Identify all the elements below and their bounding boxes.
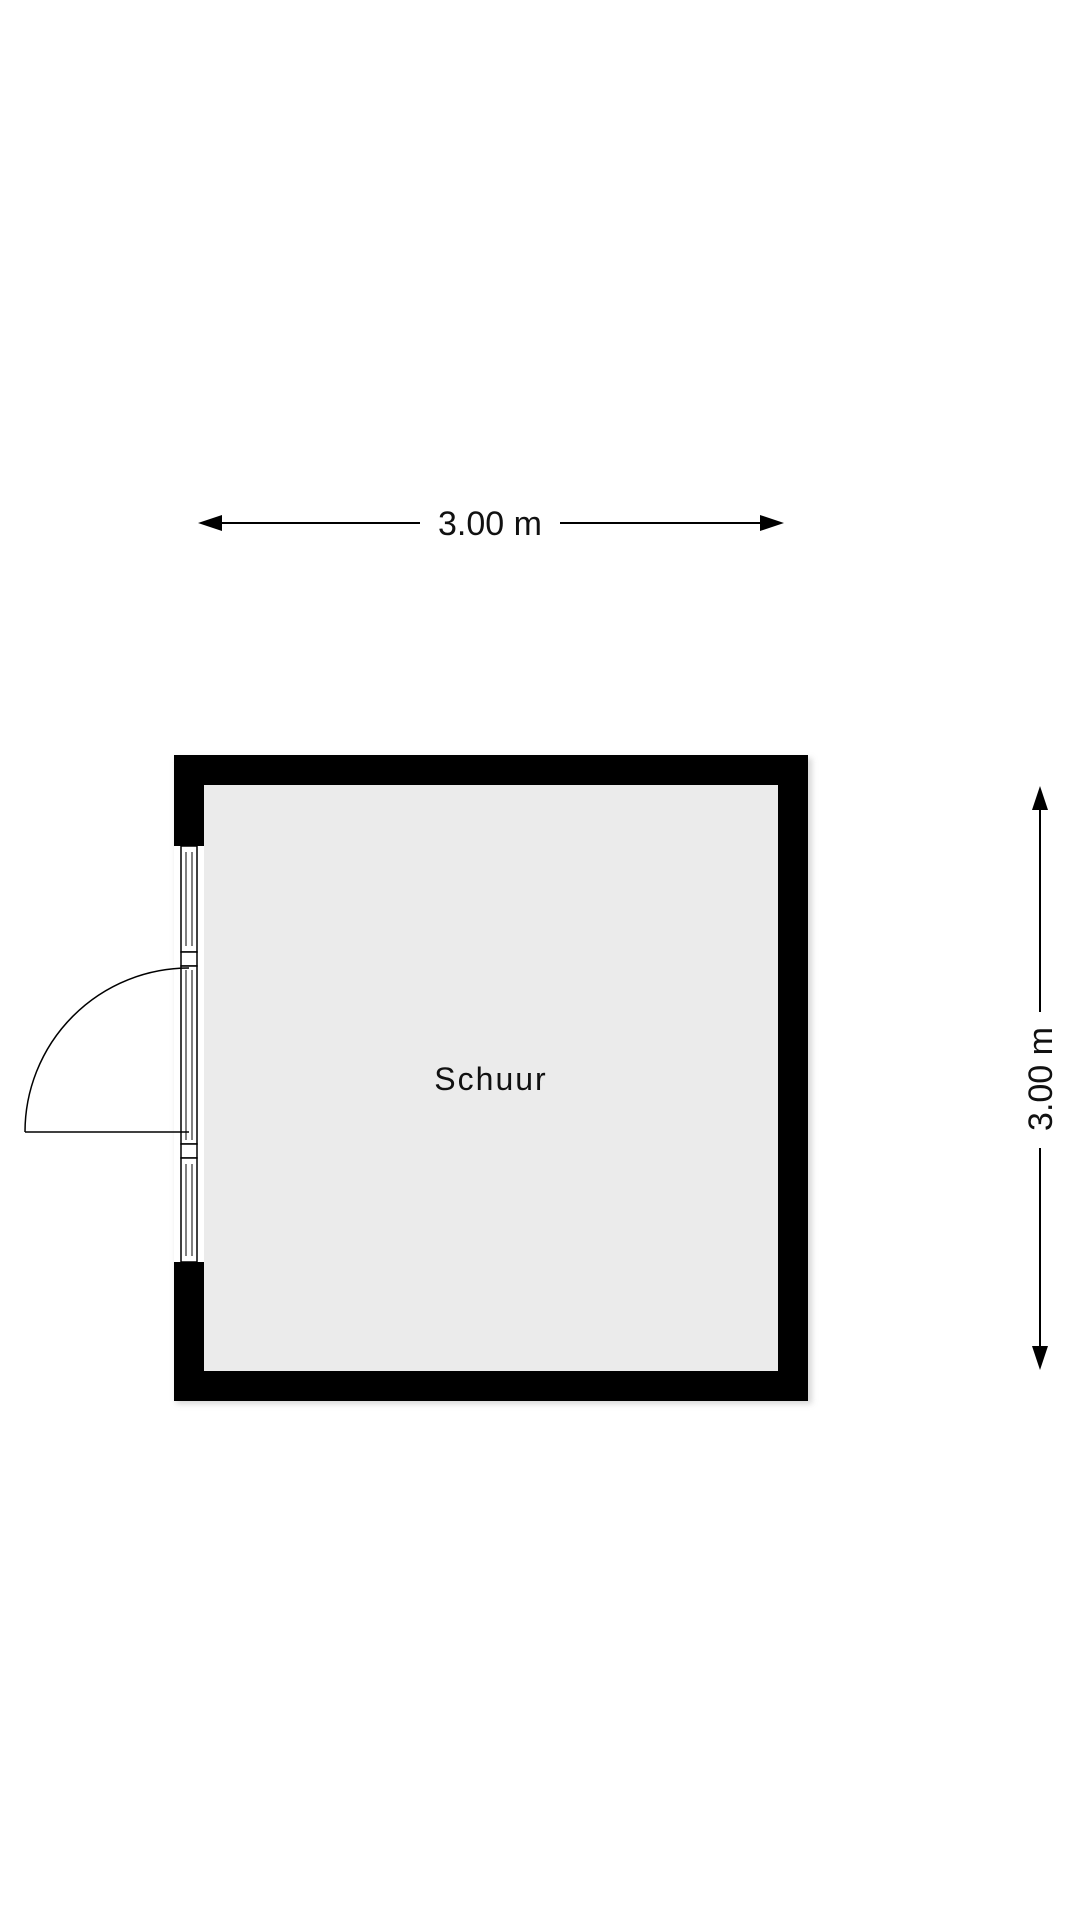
arrow-right-icon [760,515,784,531]
room-label: Schuur [434,1061,547,1097]
height-label: 3.00 m [1022,1027,1060,1131]
arrow-left-icon [198,515,222,531]
window-left-lower [180,1157,198,1263]
height-dimension: 3.00 m [1022,786,1060,1370]
window-left-upper [180,845,198,967]
room: Schuur [24,755,812,1404]
door-swing [24,967,190,1133]
arrow-up-icon [1032,786,1048,810]
door-frame [180,965,198,1159]
width-dimension: 3.00 m [198,505,784,543]
door-swing-arc [24,967,190,1133]
room-floor [204,785,778,1371]
arrow-down-icon [1032,1346,1048,1370]
width-label: 3.00 m [438,505,542,543]
